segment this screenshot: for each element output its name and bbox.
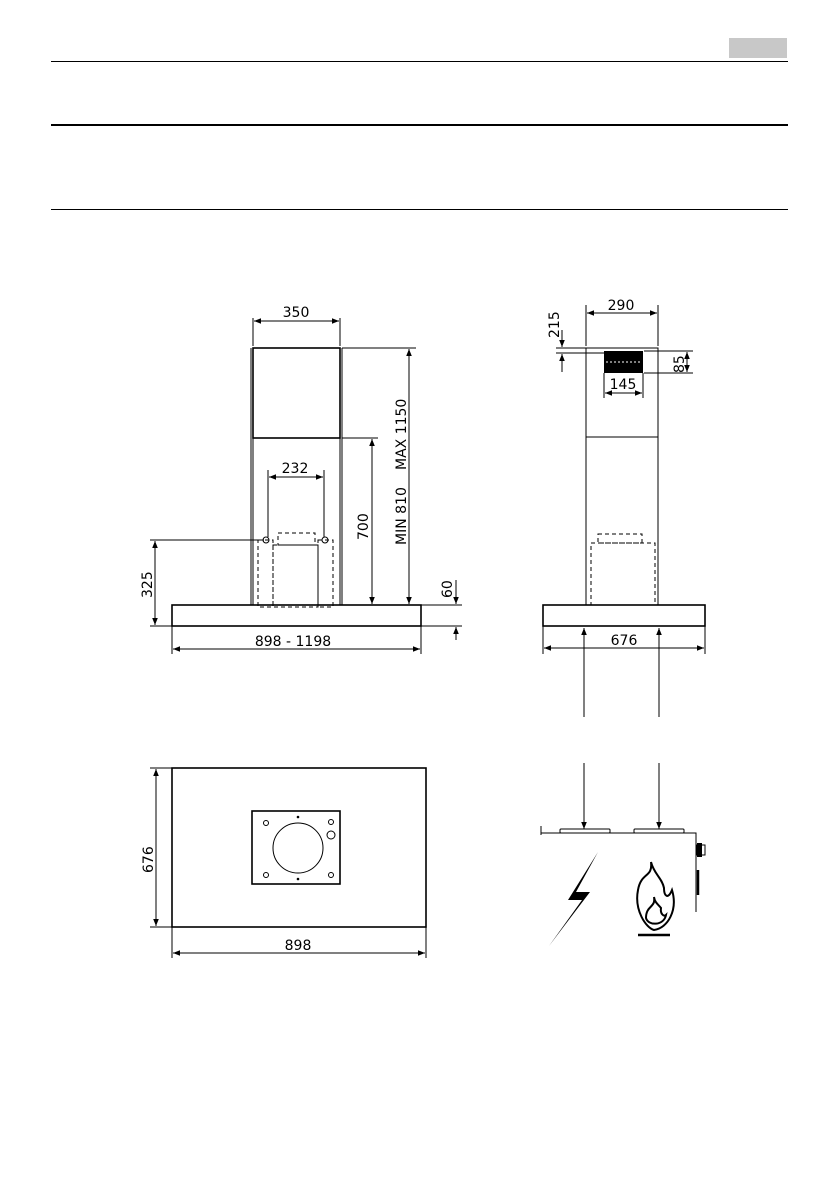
side-chimney-lower [585, 436, 659, 606]
dim-hood-thickness: 60 [440, 580, 456, 598]
dim-bottom-width: 898 [285, 938, 312, 954]
exhaust-opening [272, 822, 324, 874]
flame-icon [636, 861, 675, 937]
section-rule-lower [51, 209, 788, 210]
dim-side-width: 290 [608, 298, 635, 314]
dim-hole-spacing: 232 [282, 461, 309, 477]
dim-height-max: MAX 1150 [394, 399, 410, 470]
side-motor [590, 542, 656, 606]
motor-housing [272, 544, 319, 608]
dim-325: 325 [140, 571, 156, 598]
chimney-upper [252, 347, 341, 439]
mounting-plate [251, 810, 341, 885]
page-tab [729, 38, 787, 58]
hob-diagram [540, 763, 706, 946]
dim-hood-width: 898 - 1198 [255, 634, 331, 650]
lightning-icon [549, 852, 598, 946]
hood-bottom-plate [171, 767, 427, 928]
dim-vent-height: 85 [672, 355, 688, 373]
side-view: 290 215 85 145 676 [542, 298, 706, 717]
dim-side-depth: 676 [611, 633, 638, 649]
bracket-left [257, 539, 274, 608]
header-rule [51, 61, 788, 62]
dim-height-min: MIN 810 [394, 487, 410, 545]
hood-body [171, 604, 422, 627]
side-hood-body [542, 604, 706, 627]
dim-vent-width: 145 [610, 377, 637, 393]
dim-bottom-depth: 676 [141, 846, 157, 873]
dim-offset-top: 215 [547, 311, 563, 338]
dim-height-lower: 700 [356, 513, 372, 540]
dim-chimney-width: 350 [283, 305, 310, 321]
section-rule [51, 124, 788, 126]
front-view: 350 MAX 1150 MIN 810 700 232 325 60 898 … [140, 305, 462, 654]
outlet [277, 532, 316, 546]
bracket-right [317, 539, 334, 608]
bottom-view: 676 898 [141, 767, 427, 958]
